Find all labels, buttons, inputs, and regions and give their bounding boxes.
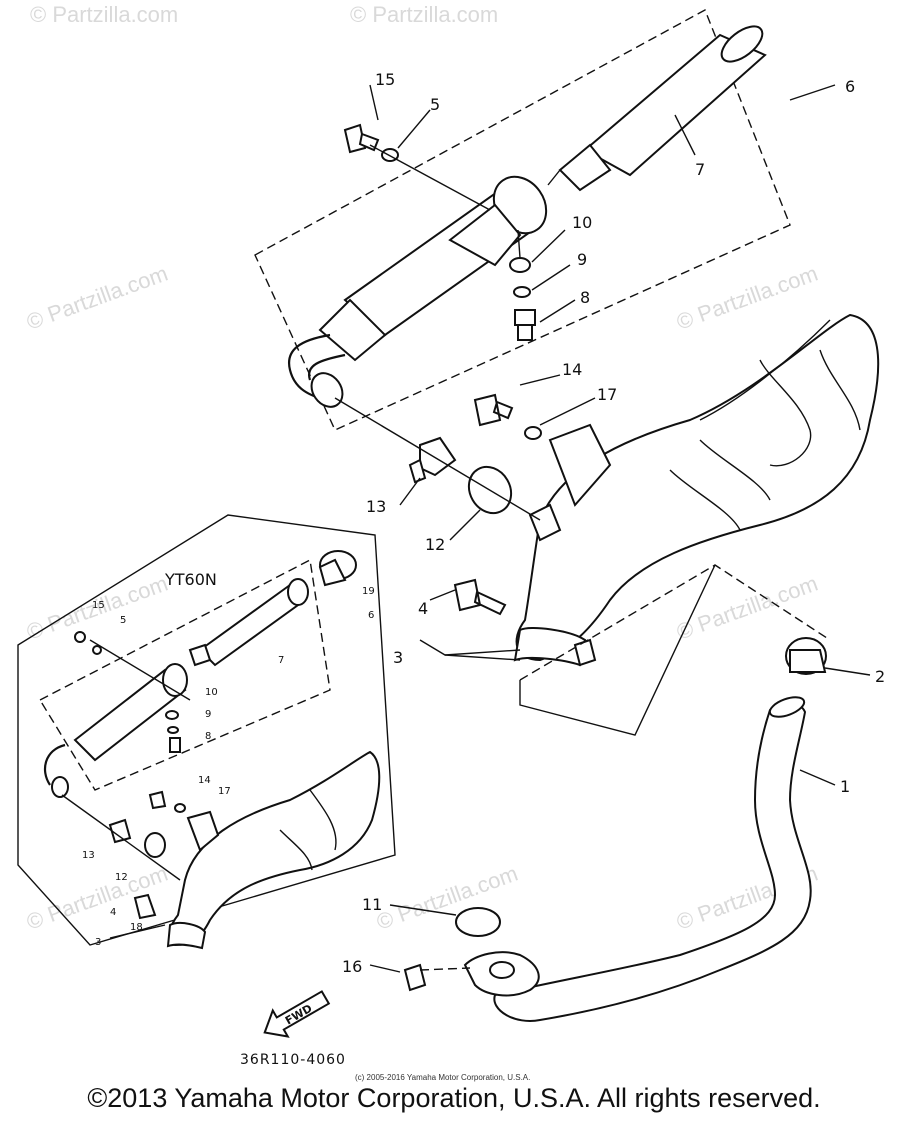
label-14: 14	[562, 360, 582, 379]
label-15: 15	[375, 70, 395, 89]
label-6: 6	[845, 77, 855, 96]
muffler-group-outline	[254, 9, 791, 431]
inset-label-6: 6	[368, 610, 374, 621]
label-12: 12	[425, 535, 445, 554]
label-7: 7	[695, 160, 705, 179]
washer-17	[524, 426, 542, 440]
bolt-14	[473, 393, 514, 427]
exhaust-pipe-1	[493, 696, 812, 1022]
watermark: © Partzilla.com	[673, 261, 821, 335]
bolt-4	[453, 578, 507, 616]
label-3: 3	[393, 648, 403, 667]
watermark: © Partzilla.com	[350, 2, 498, 27]
inset-box	[17, 514, 396, 946]
label-1: 1	[840, 777, 850, 796]
inset-label-18: 18	[130, 922, 143, 933]
inset-label-7: 7	[278, 655, 284, 666]
muffler-tailpipe	[547, 25, 767, 192]
watermark: © Partzilla.com	[23, 261, 171, 335]
inset-title: YT60N	[164, 570, 217, 589]
label-17: 17	[597, 385, 617, 404]
label-4: 4	[418, 599, 428, 618]
inset-label-19: 19	[362, 586, 375, 597]
washer-9	[513, 286, 531, 298]
bolt-8	[514, 309, 536, 341]
expansion-chamber	[513, 313, 880, 667]
muffler-body	[287, 175, 548, 408]
fwd-arrow-icon: FWD	[263, 990, 331, 1038]
inset-muffler	[43, 550, 357, 798]
inset-muffler-dash	[39, 558, 331, 791]
clamp-13	[419, 436, 457, 477]
label-11: 11	[362, 895, 382, 914]
label-10: 10	[572, 213, 592, 232]
diagram-code: 36R110-4060	[240, 1052, 346, 1068]
gasket-11	[455, 907, 501, 937]
inset-label-15: 15	[92, 600, 105, 611]
inset-label-12: 12	[115, 872, 128, 883]
inset-label-17: 17	[218, 786, 231, 797]
inset-label-3: 3	[95, 937, 101, 948]
inset-label-8: 8	[205, 731, 211, 742]
inset-label-10: 10	[205, 687, 218, 698]
label-9: 9	[577, 250, 587, 269]
label-5: 5	[430, 95, 440, 114]
inset-chamber	[166, 750, 381, 950]
inset-label-4: 4	[110, 907, 116, 918]
watermark: © Partzilla.com	[30, 2, 178, 27]
inset-label-5: 5	[120, 615, 126, 626]
small-copyright: (c) 2005-2016 Yamaha Motor Corporation, …	[355, 1073, 531, 1082]
copyright-notice: ©2013 Yamaha Motor Corporation, U.S.A. A…	[87, 1083, 821, 1113]
grommet-10	[509, 257, 531, 273]
label-8: 8	[580, 288, 590, 307]
label-16: 16	[342, 957, 362, 976]
bolt-16	[403, 963, 427, 992]
inset-label-14: 14	[198, 775, 211, 786]
bolt-15	[343, 123, 380, 154]
inset-label-13: 13	[82, 850, 95, 861]
label-2: 2	[875, 667, 885, 686]
label-13: 13	[366, 497, 386, 516]
leader	[369, 144, 491, 211]
inset-label-9: 9	[205, 709, 211, 720]
